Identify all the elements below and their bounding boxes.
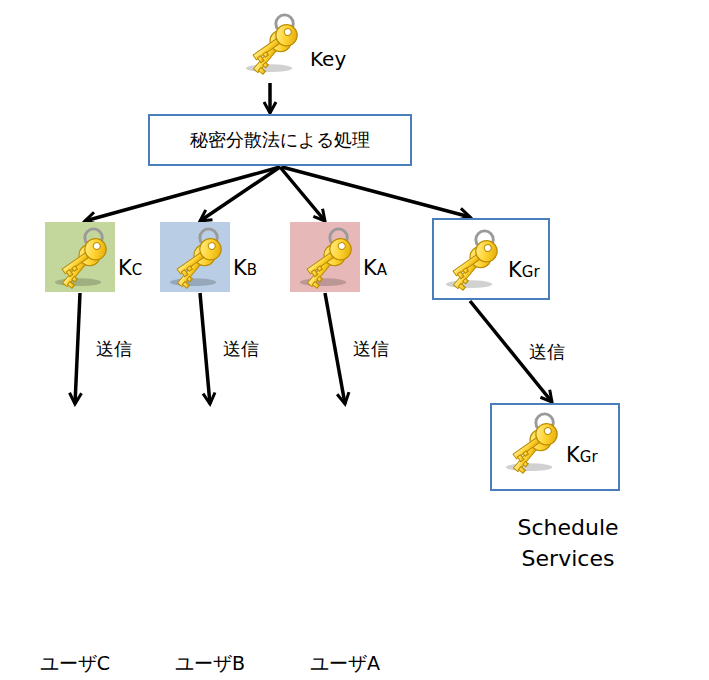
user-terminal-label: ユーザA bbox=[280, 653, 410, 675]
user-figure bbox=[181, 553, 239, 648]
key-share: KGr bbox=[490, 403, 620, 491]
key-icon bbox=[170, 229, 226, 292]
user-figure bbox=[54, 553, 96, 595]
cloud-shape bbox=[528, 563, 638, 673]
user-figure bbox=[316, 590, 374, 648]
arrow bbox=[282, 167, 470, 217]
edge-label: 送信 bbox=[529, 342, 565, 362]
key-node: Key bbox=[240, 8, 380, 82]
user-terminal: ユーザB bbox=[145, 405, 275, 675]
arrow bbox=[268, 83, 272, 113]
cloud-shape bbox=[528, 563, 638, 673]
key-icon bbox=[440, 228, 502, 290]
user-figure bbox=[324, 553, 366, 595]
edge-label: 送信 bbox=[223, 339, 259, 359]
key-icon bbox=[240, 12, 302, 74]
user-figure bbox=[189, 553, 231, 595]
arrow bbox=[85, 167, 280, 221]
process-box: 秘密分散法による処理 bbox=[148, 114, 412, 166]
computer-icon bbox=[15, 416, 125, 524]
arrow bbox=[75, 293, 80, 404]
key-label: KGr bbox=[508, 258, 540, 282]
key-icon bbox=[246, 15, 302, 78]
user-figure bbox=[46, 590, 104, 648]
arrow bbox=[325, 293, 345, 404]
computer-icon bbox=[150, 416, 260, 524]
key-label: KGr bbox=[566, 443, 598, 467]
user-figure bbox=[316, 553, 374, 648]
user-figure bbox=[46, 553, 104, 648]
cloud-shape bbox=[455, 563, 555, 663]
arrow bbox=[280, 167, 325, 221]
user-terminal-label: ユーザB bbox=[145, 653, 275, 675]
key-share: KA bbox=[290, 222, 360, 292]
cloud-service: KGrSchedule Services bbox=[433, 383, 705, 675]
key-icon bbox=[300, 229, 356, 292]
key-icon bbox=[294, 226, 356, 288]
cloud-shape bbox=[455, 563, 555, 663]
arrow bbox=[200, 167, 280, 221]
key-share: KC bbox=[45, 222, 115, 292]
key-label: KC bbox=[118, 256, 142, 280]
key-label: KA bbox=[363, 256, 387, 280]
edge-label: 送信 bbox=[353, 339, 389, 359]
key-icon bbox=[55, 229, 111, 292]
key-label: KB bbox=[233, 256, 257, 280]
key-icon bbox=[500, 411, 562, 473]
key-icon bbox=[506, 414, 562, 477]
key-share: KB bbox=[160, 222, 230, 292]
key-icon bbox=[49, 226, 111, 288]
key-icon bbox=[446, 231, 502, 294]
key-node-label: Key bbox=[310, 48, 346, 71]
user-terminal: ユーザC bbox=[10, 405, 140, 675]
user-terminal-label: ユーザC bbox=[10, 653, 140, 675]
arrow bbox=[200, 293, 210, 404]
cloud-shape bbox=[603, 578, 693, 668]
cloud-shape bbox=[603, 578, 693, 668]
edge-label: 送信 bbox=[96, 339, 132, 359]
key-icon bbox=[164, 226, 226, 288]
key-share: KGr bbox=[432, 218, 550, 300]
user-terminal: ユーザA bbox=[280, 405, 410, 675]
cloud-service-label: Schedule Services bbox=[493, 513, 643, 575]
cloud-shape bbox=[438, 488, 548, 598]
process-box-label: 秘密分散法による処理 bbox=[190, 130, 370, 151]
user-figure bbox=[181, 590, 239, 648]
cloud-shape bbox=[438, 488, 548, 598]
computer-icon bbox=[285, 416, 395, 524]
